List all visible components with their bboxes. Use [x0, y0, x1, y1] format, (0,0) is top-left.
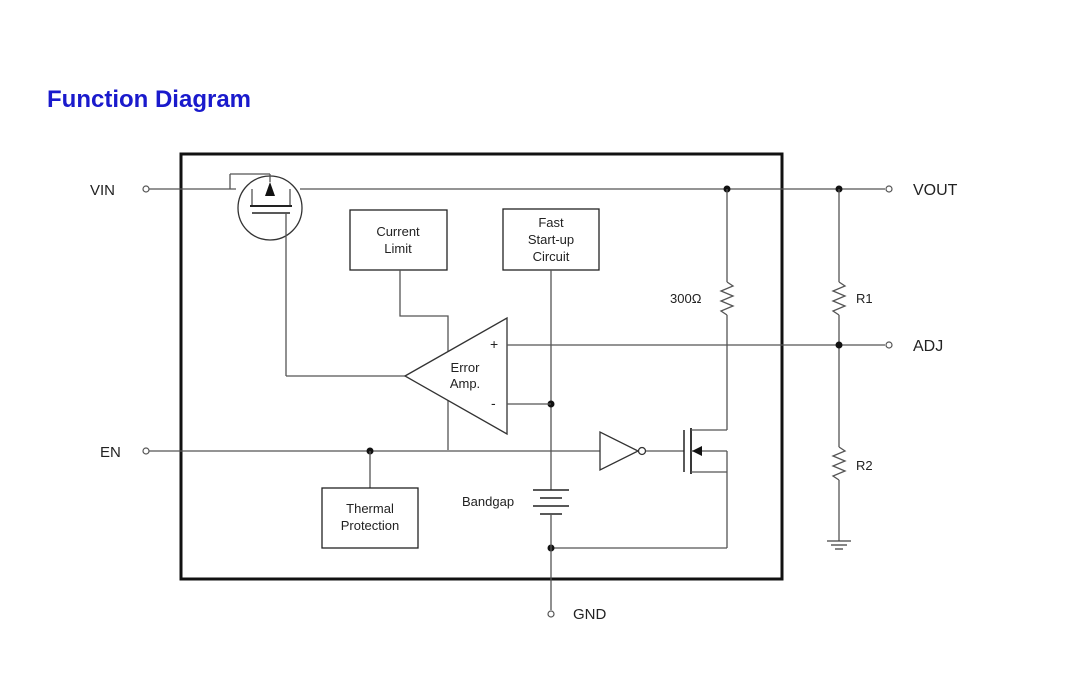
fast-startup-block	[502, 208, 600, 271]
current-limit-block	[349, 209, 448, 271]
en-label: EN	[100, 444, 121, 461]
nmos-switch	[683, 428, 728, 548]
vin-wire	[142, 185, 893, 193]
error-amp	[403, 316, 508, 436]
fast-startup-line-1: Fast	[538, 215, 564, 230]
thermal-protection-block	[321, 487, 419, 549]
error-amp-plus: +	[490, 336, 498, 352]
vout-label: VOUT	[913, 182, 958, 199]
error-amp-line-2: Amp.	[450, 376, 480, 391]
resistor-300	[719, 281, 735, 316]
bandgap-label: Bandgap	[462, 494, 514, 509]
resistor-r1	[831, 281, 847, 316]
resistor-r2	[831, 446, 847, 481]
r1-label: R1	[856, 291, 873, 306]
current-limit-line-2: Limit	[384, 241, 412, 256]
r2-label: R2	[856, 458, 873, 473]
pass-transistor	[229, 173, 303, 376]
vin-label: VIN	[90, 182, 115, 199]
error-amp-minus: -	[491, 395, 496, 411]
error-amp-line-1: Error	[451, 360, 481, 375]
fast-startup-line-2: Start-up	[528, 232, 574, 247]
resistor-300-label: 300Ω	[670, 291, 702, 306]
ic-frame	[179, 152, 784, 581]
adj-label: ADJ	[913, 338, 943, 355]
thermal-protection-line-2: Protection	[341, 518, 400, 533]
inverter	[599, 430, 640, 472]
gnd-label: GND	[573, 606, 607, 623]
ground-symbol	[827, 540, 851, 550]
page-title: Function Diagram	[47, 86, 252, 113]
fast-startup-line-3: Circuit	[533, 249, 570, 264]
thermal-protection-line-1: Thermal	[346, 501, 394, 516]
bandgap-reference	[533, 489, 569, 610]
current-limit-line-1: Current	[376, 224, 420, 239]
